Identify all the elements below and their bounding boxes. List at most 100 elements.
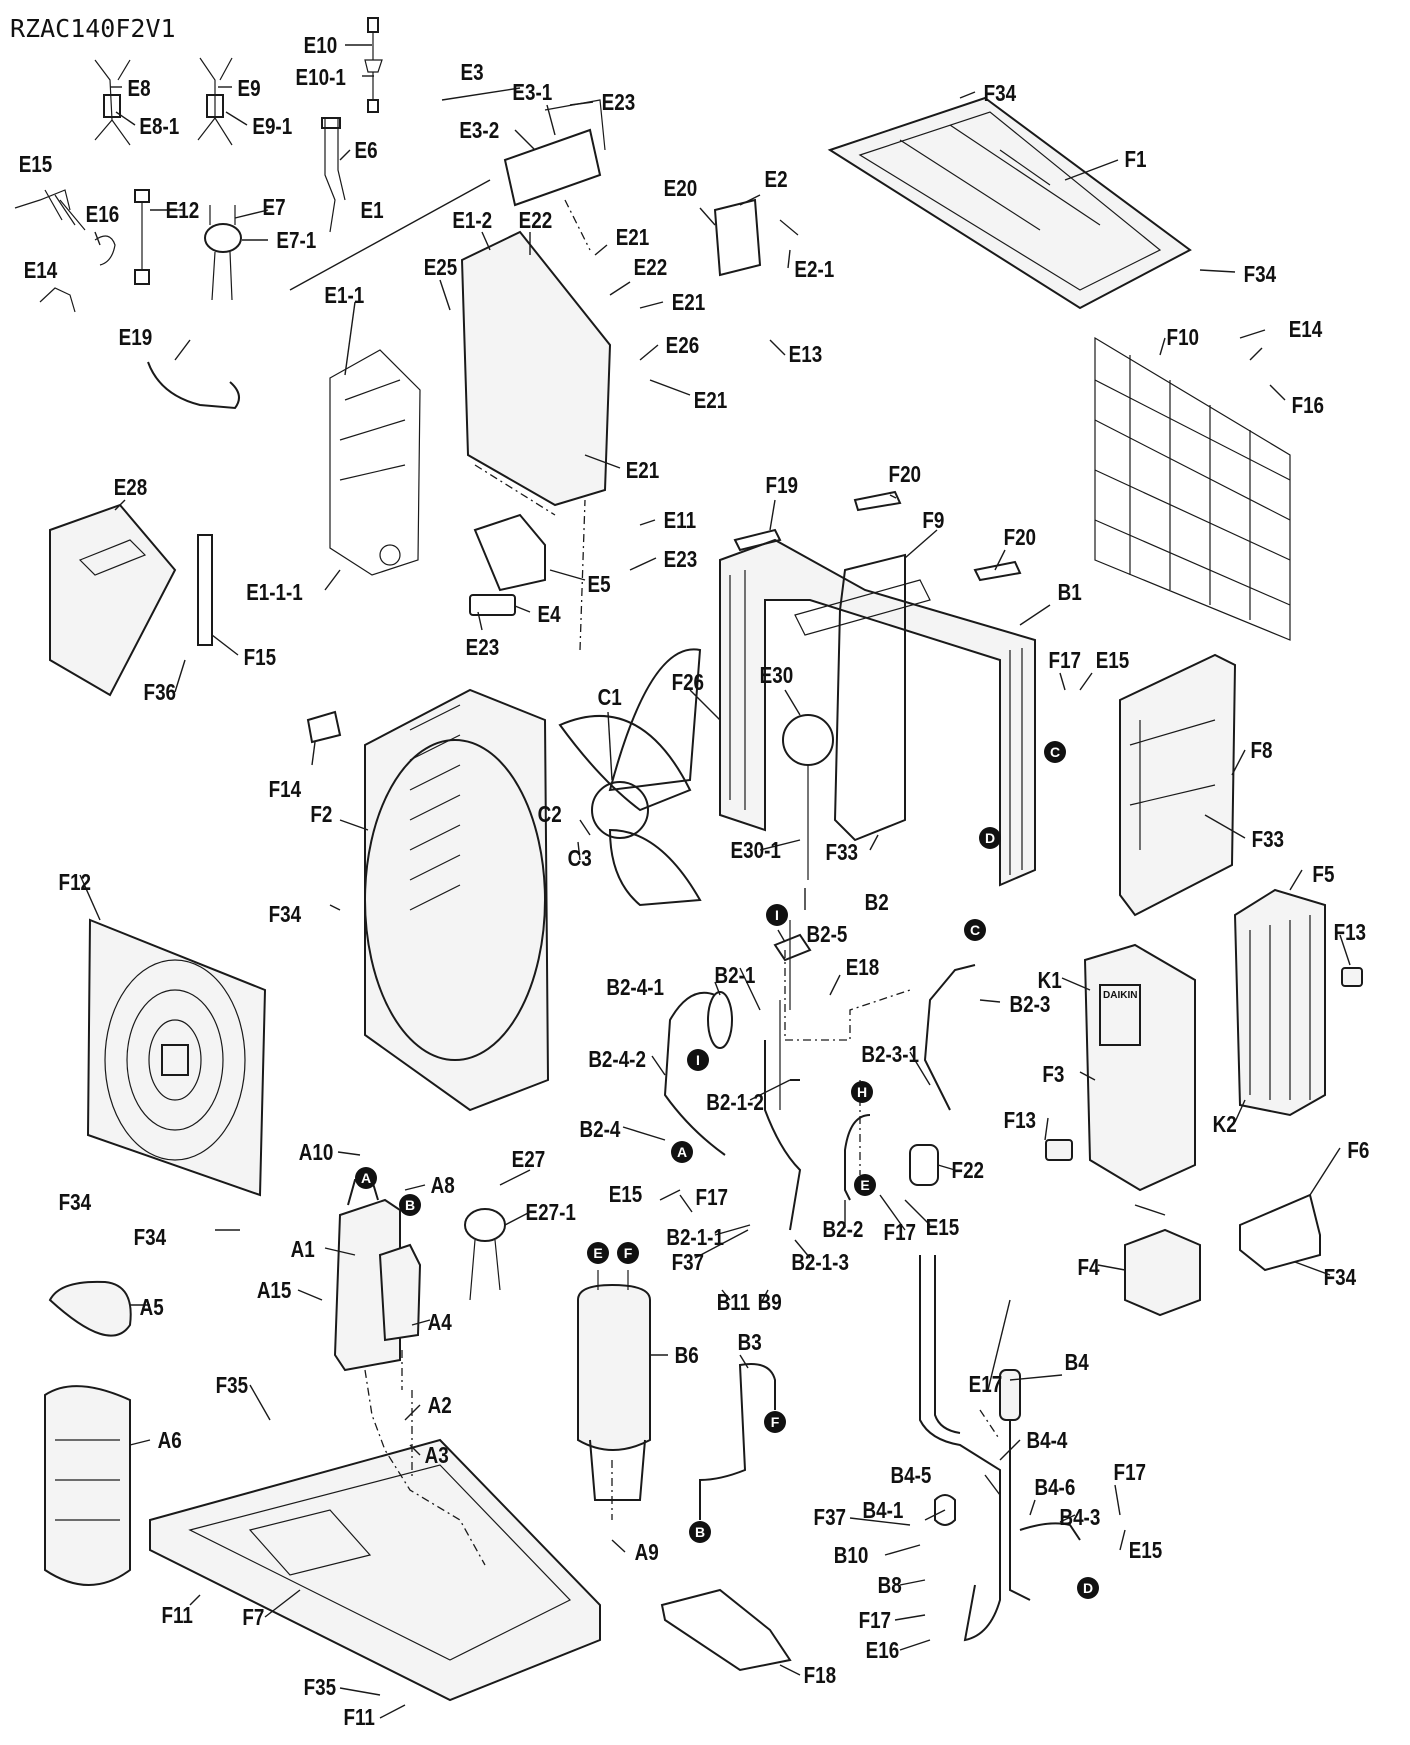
cover-e28: [49, 503, 177, 697]
label-f20-b: F20: [1004, 525, 1036, 550]
label-e3: E3: [461, 60, 484, 85]
label-e7: E7: [263, 195, 286, 220]
label-e30-1: E30-1: [731, 838, 782, 863]
label-f6: F6: [1347, 1138, 1369, 1163]
label-f37-a: F37: [672, 1250, 704, 1275]
label-f13-a: F13: [1334, 920, 1366, 945]
harness-e10: [364, 17, 383, 113]
switch-box-e1: [329, 230, 612, 576]
label-e28: E28: [114, 475, 148, 500]
top-plate-f1: [827, 96, 1192, 310]
label-e15-c: E15: [609, 1182, 643, 1207]
bottom-frame-f7: [149, 1438, 601, 1702]
label-e15-b: E15: [1096, 648, 1130, 673]
label-b3: B3: [738, 1330, 762, 1355]
connection-markers: C D I I C H A A B E E F F B D: [355, 741, 1099, 1599]
front-plate-f2: [364, 688, 550, 1112]
service-cover-f3: DAIKIN: [1083, 943, 1196, 1192]
harness-e7: [204, 205, 242, 301]
label-f17-e: F17: [859, 1608, 891, 1633]
label-b2-3-1: B2-3-1: [861, 1042, 919, 1067]
label-e23-c: E23: [466, 635, 500, 660]
label-b2-1-3: B2-1-3: [791, 1250, 849, 1275]
label-f37-b: F37: [814, 1505, 846, 1530]
model-title: RZAC140F2V1: [10, 14, 176, 43]
svg-text:D: D: [985, 830, 995, 846]
label-a8: A8: [431, 1173, 455, 1198]
label-f34-f: F34: [1324, 1265, 1357, 1290]
marker-a-compressor: A: [355, 1167, 377, 1189]
label-b2-4-1: B2-4-1: [606, 975, 664, 1000]
harness-e16: [94, 235, 116, 266]
label-e16-a: E16: [86, 202, 120, 227]
label-f11-a: F11: [161, 1603, 193, 1628]
label-e17: E17: [969, 1372, 1003, 1397]
motor-e30: [782, 714, 834, 880]
pipe-b2-1: [764, 1040, 802, 1231]
label-b2-1-2: B2-1-2: [706, 1090, 764, 1115]
label-e22-b: E22: [634, 255, 668, 280]
label-e27-1: E27-1: [526, 1200, 577, 1225]
label-b4: B4: [1065, 1350, 1089, 1375]
label-b4-6: B4-6: [1034, 1475, 1075, 1500]
label-f17-a: F17: [1049, 648, 1081, 673]
label-f34-a: F34: [984, 81, 1017, 106]
marker-e-receiver: E: [587, 1242, 609, 1264]
cover-a5: [48, 1280, 132, 1337]
label-f3: F3: [1042, 1062, 1064, 1087]
label-a4: A4: [428, 1310, 452, 1335]
label-e8-1: E8-1: [139, 114, 179, 139]
label-e1: E1: [361, 198, 384, 223]
label-a5: A5: [140, 1295, 164, 1320]
label-e9: E9: [238, 76, 261, 101]
label-e15-e: E15: [1129, 1538, 1163, 1563]
label-e26: E26: [666, 333, 700, 358]
label-f13-b: F13: [1004, 1108, 1036, 1133]
label-b4-1: B4-1: [863, 1498, 904, 1523]
harness-e8: [94, 59, 131, 146]
plate-f5: [1233, 888, 1326, 1117]
label-a10: A10: [299, 1140, 334, 1165]
label-e12: E12: [166, 198, 200, 223]
label-e27: E27: [512, 1147, 546, 1172]
caps-f13: [1045, 967, 1363, 1161]
jacket-a6: [44, 1385, 131, 1586]
label-b2-1: B2-1: [715, 963, 756, 988]
label-b2-2: B2-2: [822, 1217, 863, 1242]
label-f36: F36: [144, 680, 176, 705]
label-e2: E2: [765, 167, 788, 192]
label-e14-b: E14: [1289, 317, 1323, 342]
accumulator-f22: [909, 1144, 939, 1186]
label-e14-a: E14: [24, 258, 58, 283]
support-f9: [794, 553, 931, 842]
label-e21-d: E21: [626, 458, 660, 483]
label-c1: C1: [598, 685, 622, 710]
bracket-e5: [473, 513, 546, 592]
harness-e9: [197, 57, 233, 146]
receiver-b6: [577, 1270, 651, 1501]
label-e22-a: E22: [519, 208, 553, 233]
label-f2: F2: [310, 802, 332, 827]
label-f12: F12: [59, 870, 91, 895]
label-e8: E8: [128, 76, 151, 101]
label-e3-2: E3-2: [459, 118, 499, 143]
terminal-e4: [469, 594, 516, 616]
label-b11: B11: [717, 1290, 751, 1315]
marker-d-coil: D: [979, 827, 1001, 849]
label-b9: B9: [758, 1290, 782, 1315]
label-e1-1: E1-1: [324, 283, 364, 308]
svg-text:F: F: [624, 1245, 633, 1261]
label-b4-5: B4-5: [891, 1463, 932, 1488]
rail-f15: [197, 534, 213, 646]
label-f8: F8: [1250, 738, 1272, 763]
svg-text:D: D: [1083, 1580, 1093, 1596]
label-b8: B8: [878, 1573, 902, 1598]
bracket-f18: [660, 1588, 792, 1672]
label-e21-a: E21: [616, 225, 650, 250]
label-b4-4: B4-4: [1027, 1428, 1068, 1453]
svg-text:F: F: [771, 1414, 780, 1430]
harness-e19: [147, 361, 240, 410]
label-f34-e: F34: [134, 1225, 167, 1250]
marker-i-valve: I: [766, 904, 788, 926]
cover-f4: [1124, 1228, 1201, 1317]
